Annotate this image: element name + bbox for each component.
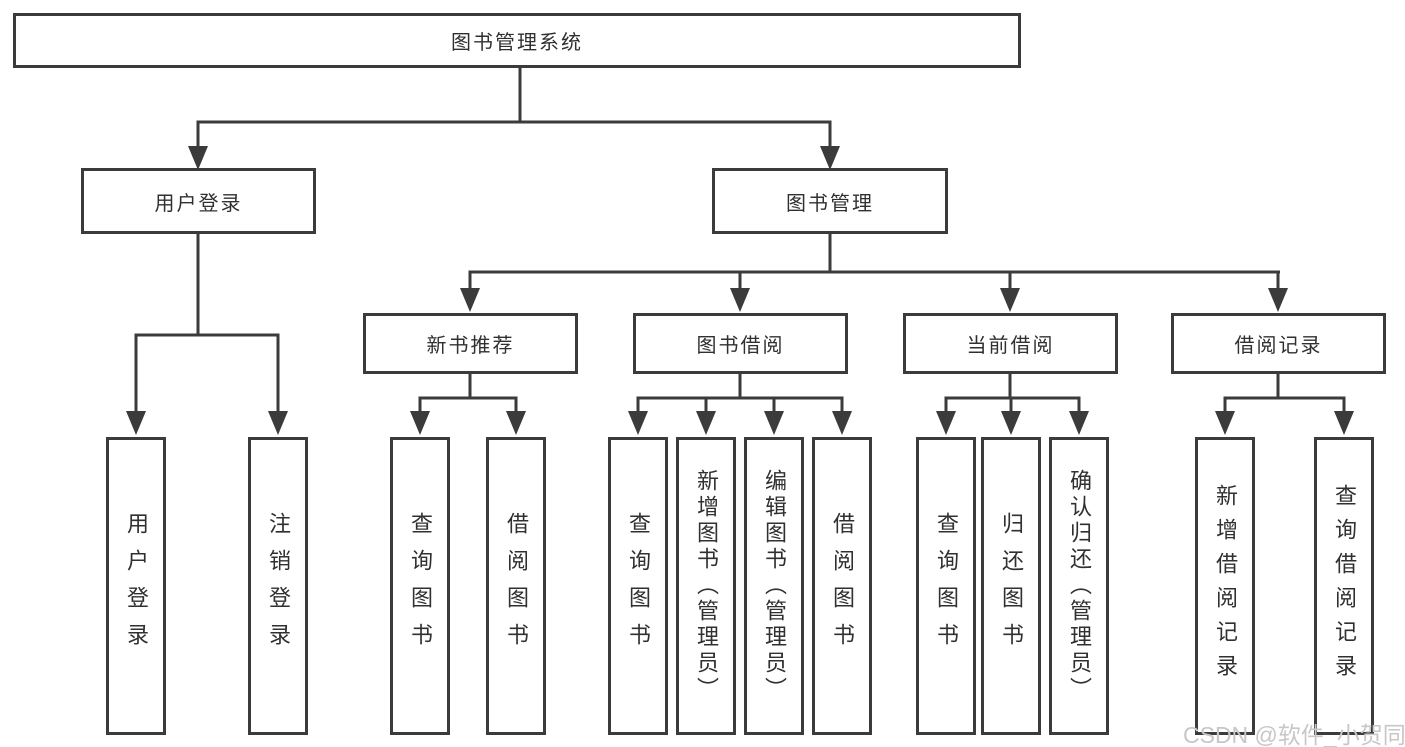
node-user-login: 用户登录 (81, 168, 316, 234)
node-new-book-recommendation: 新书推荐 (363, 313, 578, 374)
leaf-label: 查询借阅记录 (1332, 484, 1357, 688)
leaf-label: 新增借阅记录 (1213, 484, 1238, 688)
node-label: 当前借阅 (966, 335, 1055, 357)
node-label: 图书管理 (786, 192, 874, 215)
node-book-management: 图书管理 (712, 168, 948, 234)
leaf-label: 查询图书 (934, 512, 959, 660)
leaf-add-books-admin: 新增图书（管理员） (676, 437, 736, 735)
leaf-user-login: 用户登录 (106, 437, 166, 735)
leaf-label: 编辑图书（管理员） (762, 469, 787, 703)
leaf-query-books-borrowing: 查询图书 (608, 437, 668, 735)
leaf-label: 借阅图书 (830, 512, 855, 660)
node-label: 图书管理系统 (451, 32, 583, 54)
leaf-add-borrow-record: 新增借阅记录 (1195, 437, 1255, 735)
node-book-borrowing: 图书借阅 (633, 313, 848, 374)
node-label: 图书借阅 (696, 335, 785, 357)
leaf-label: 归还图书 (999, 512, 1024, 660)
leaf-edit-books-admin: 编辑图书（管理员） (744, 437, 804, 735)
leaf-borrow-books-recommend: 借阅图书 (486, 437, 546, 735)
leaf-label: 查询图书 (408, 512, 433, 660)
leaf-query-books-recommend: 查询图书 (390, 437, 450, 735)
leaf-label: 确认归还（管理员） (1067, 469, 1092, 703)
leaf-label: 查询图书 (626, 512, 651, 660)
leaf-label: 用户登录 (124, 512, 149, 660)
node-label: 用户登录 (154, 192, 243, 215)
leaf-query-borrow-record: 查询借阅记录 (1314, 437, 1374, 735)
node-borrowing-records: 借阅记录 (1171, 313, 1386, 374)
csdn-watermark: CSDN @软件_小贺同学 (1183, 722, 1405, 747)
node-label: 新书推荐 (426, 335, 515, 357)
node-current-borrowing: 当前借阅 (903, 313, 1118, 374)
leaf-logout: 注销登录 (248, 437, 308, 735)
node-library-management-system: 图书管理系统 (13, 13, 1021, 68)
leaf-label: 新增图书（管理员） (694, 469, 719, 703)
leaf-label: 借阅图书 (504, 512, 529, 660)
leaf-borrow-books-borrowing: 借阅图书 (812, 437, 872, 735)
leaf-return-books: 归还图书 (981, 437, 1041, 735)
node-label: 借阅记录 (1234, 335, 1323, 357)
leaf-confirm-return-admin: 确认归还（管理员） (1049, 437, 1109, 735)
leaf-label: 注销登录 (266, 512, 291, 660)
leaf-query-books-current: 查询图书 (916, 437, 976, 735)
